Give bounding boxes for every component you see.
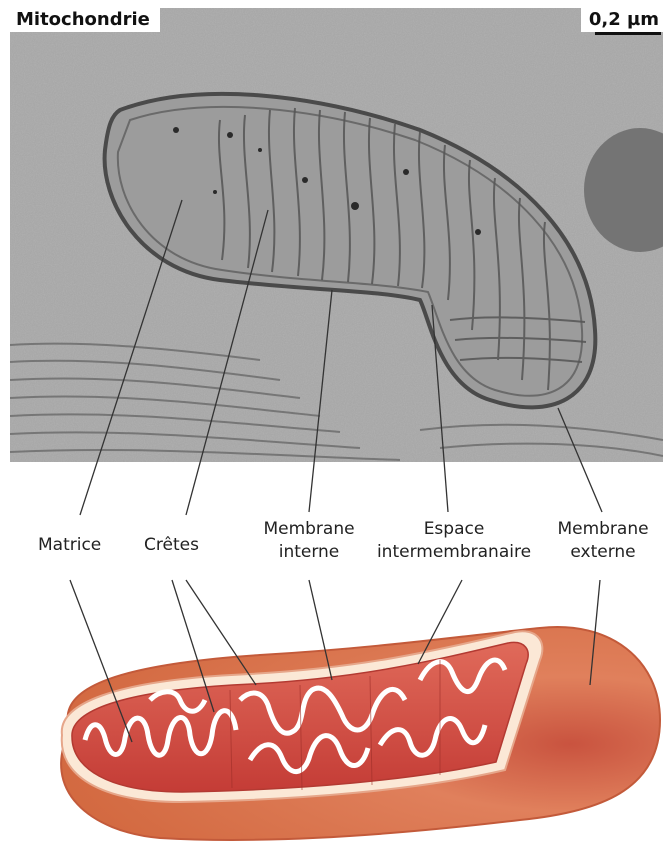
label-espace-intermembranaire: Espace intermembranaire xyxy=(372,518,536,564)
micrograph-title: Mitochondrie xyxy=(10,8,160,32)
mitochondrion-illustration xyxy=(61,627,660,840)
label-membrane-externe: Membrane externe xyxy=(549,518,657,564)
label-matrice: Matrice xyxy=(38,534,101,557)
label-membrane-interne: Membrane interne xyxy=(255,518,363,564)
micrograph xyxy=(10,8,663,462)
scale-label: 0,2 µm xyxy=(581,8,663,32)
scale-bar xyxy=(595,32,661,35)
label-cretes: Crêtes xyxy=(144,534,199,557)
